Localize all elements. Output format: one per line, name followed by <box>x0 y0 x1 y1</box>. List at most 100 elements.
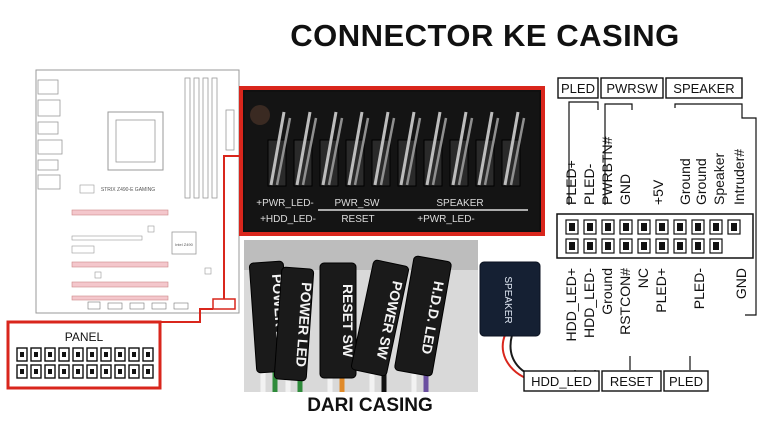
board-model-label: STRIX Z490-E GAMING <box>101 187 155 193</box>
panel-pin-center <box>104 369 108 374</box>
pin-dot-bottom <box>587 242 593 250</box>
header-pin <box>483 117 500 186</box>
pin-dot-top <box>677 223 683 231</box>
pin-dot-top <box>641 223 647 231</box>
pin-label-bottom: GND <box>733 268 749 299</box>
silkscreen-top-labels: +PWR_LED- PWR_SW SPEAKER <box>256 198 483 209</box>
panel-pin-center <box>76 352 80 357</box>
pin-label-top: +5V <box>650 179 666 205</box>
silk-speaker: SPEAKER <box>436 198 483 209</box>
pin-dot-top <box>713 223 719 231</box>
plug-label: RESET SW <box>340 284 356 358</box>
header-pin <box>275 117 292 186</box>
panel-pin-center <box>62 352 66 357</box>
header-pin <box>431 117 448 186</box>
pin-group-top: PLED <box>561 81 595 96</box>
pin-dot-bottom <box>641 242 647 250</box>
header-pin <box>353 117 370 186</box>
pin-dot-bottom <box>569 242 575 250</box>
panel-pin-center <box>90 352 94 357</box>
casing-plug: POWER LED <box>273 266 315 382</box>
panel-pin-center <box>104 352 108 357</box>
header-pin <box>503 111 520 186</box>
silk-pwr-sw: PWR_SW <box>335 198 381 209</box>
speaker-plug-label: SPEAKER <box>502 276 513 323</box>
chipset-label: Intel Z490 <box>175 242 194 247</box>
panel-header-marker <box>212 298 236 310</box>
pin-group-box <box>663 370 709 392</box>
header-pin <box>451 111 468 186</box>
plug-label: POWER LED <box>293 282 315 368</box>
header-pin <box>373 111 390 186</box>
pin-group-box <box>601 370 662 392</box>
plug-body <box>319 262 357 379</box>
plug-body <box>273 266 315 382</box>
pin-label-bottom: PLED+ <box>653 268 669 313</box>
panel-label: PANEL <box>65 330 104 344</box>
pin-group-box <box>600 77 664 99</box>
pin-label-top: PWRBTN# <box>599 136 615 205</box>
motherboard-illustration: Intel Z490 STRIX Z490-E GAMING <box>35 69 240 314</box>
silk-pwr-led: +PWR_LED- <box>256 198 314 209</box>
pin-label-top: Ground <box>693 158 709 205</box>
silkscreen-bottom-labels: +HDD_LED- RESET +PWR_LED- <box>260 214 475 225</box>
pin-dot-bottom <box>605 242 611 250</box>
header-pin <box>379 117 396 186</box>
panel-pin-center <box>20 369 24 374</box>
group-bracket <box>604 103 633 205</box>
pin-label-top: GND <box>617 174 633 205</box>
casing-plug: RESET SW <box>319 262 357 379</box>
callout-lines <box>160 155 244 323</box>
pin-label-top: PLED- <box>581 163 597 205</box>
panel-pin-center <box>48 352 52 357</box>
header-pin <box>269 111 286 186</box>
header-pin <box>347 111 364 186</box>
panel-pin-center <box>34 369 38 374</box>
panel-pin-grid <box>16 347 154 379</box>
pin-label-bottom: HDD_LED- <box>581 268 597 338</box>
pin-label-bottom: RSTCON# <box>617 268 633 335</box>
pin-dot-top <box>569 223 575 231</box>
header-pin-rows <box>267 111 526 187</box>
group-bracket <box>568 101 599 205</box>
pin-label-top: Ground <box>677 158 693 205</box>
pin-dot-top <box>623 223 629 231</box>
header-pin <box>405 117 422 186</box>
pin-dot-top <box>587 223 593 231</box>
silk-pwr-led-2: +PWR_LED- <box>417 214 475 225</box>
speaker-connector: SPEAKER <box>479 261 541 381</box>
pin-dot-bottom <box>695 242 701 250</box>
pin-label-bottom: HDD_LED+ <box>563 268 579 342</box>
silk-reset: RESET <box>341 214 374 225</box>
pin-dot-top <box>731 223 737 231</box>
pin-dot-top <box>695 223 701 231</box>
panel-pin-center <box>146 369 150 374</box>
pin-dot-bottom <box>659 242 665 250</box>
pin-group-top: SPEAKER <box>673 81 734 96</box>
casing-plug: POWER SW <box>350 259 410 377</box>
panel-pin-center <box>62 369 66 374</box>
pin-dot-top <box>605 223 611 231</box>
panel-pin-center <box>118 352 122 357</box>
pin-label-bottom: NC <box>635 268 651 288</box>
header-pin <box>399 111 416 186</box>
pin-dot-bottom <box>677 242 683 250</box>
panel-pin-center <box>34 352 38 357</box>
silk-hdd-led: +HDD_LED- <box>260 214 316 225</box>
pin-group-box <box>557 77 599 99</box>
pin-group-bottom: PLED <box>669 374 703 389</box>
pin-group-bottom: RESET <box>610 374 653 389</box>
casing-caption: DARI CASING <box>307 395 433 416</box>
panel-pin-center <box>132 369 136 374</box>
pin-label-top: Speaker <box>711 153 727 205</box>
panel-pin-center <box>146 352 150 357</box>
header-pin <box>301 117 318 186</box>
pin-dot-top <box>659 223 665 231</box>
header-pin <box>327 117 344 186</box>
panel-pin-center <box>48 369 52 374</box>
